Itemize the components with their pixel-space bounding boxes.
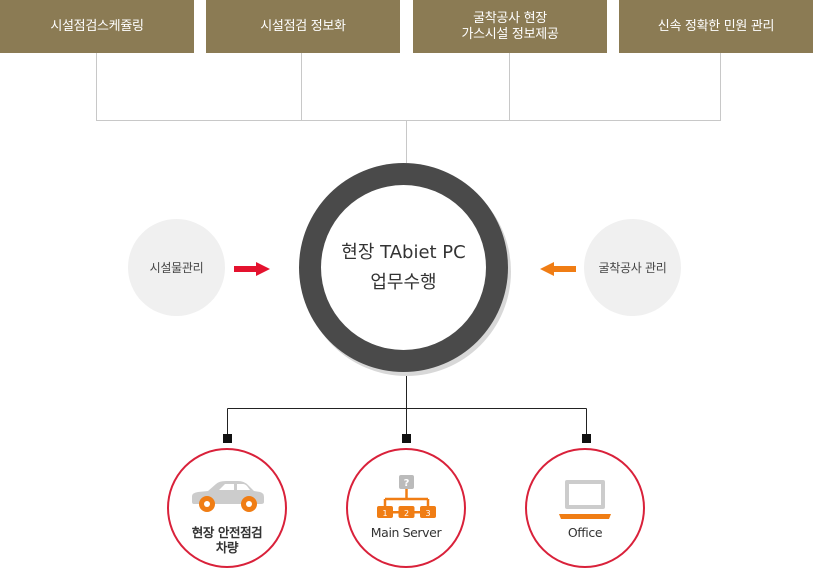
server-node-1: 1: [382, 509, 387, 518]
top-box-digitization: 시설점검 정보화: [206, 0, 400, 53]
right-arrow-icon: [234, 262, 270, 276]
connector-node: [582, 434, 591, 443]
center-title: 현장 TAbiet PC: [341, 241, 466, 263]
connector-node: [402, 434, 411, 443]
server-node-2: 2: [404, 509, 409, 518]
output-main-server: ? 1 2 3 Main Server: [346, 448, 466, 568]
output-label: Main Server: [370, 525, 442, 540]
output-label: 현장 안전점검 차량: [191, 525, 263, 555]
top-box-label: 굴착공사 현장 가스시설 정보제공: [461, 10, 559, 42]
center-ring: 현장 TAbiet PC 업무수행: [299, 163, 508, 372]
right-input-circle: 굴착공사 관리: [584, 219, 681, 316]
top-box-excavation-info: 굴착공사 현장 가스시설 정보제공: [413, 0, 607, 53]
car-icon: [192, 481, 264, 512]
top-box-label: 시설점검스케쥴링: [50, 18, 144, 34]
output-vehicle: 현장 안전점검 차량: [167, 448, 287, 568]
left-input-label: 시설물관리: [149, 261, 204, 275]
connector-node: [223, 434, 232, 443]
server-network-icon: ? 1 2 3: [377, 475, 436, 518]
top-box-label: 신속 정확한 민원 관리: [657, 18, 775, 34]
output-label: Office: [567, 525, 603, 540]
top-box-complaints: 신속 정확한 민원 관리: [619, 0, 813, 53]
top-box-scheduling: 시설점검스케쥴링: [0, 0, 194, 53]
left-input-circle: 시설물관리: [128, 219, 225, 316]
server-node-3: 3: [425, 509, 430, 518]
laptop-icon: [559, 480, 611, 519]
left-arrow-icon: [540, 262, 576, 276]
top-box-label: 시설점검 정보화: [260, 18, 346, 34]
output-office: Office: [525, 448, 645, 568]
center-subtitle: 업무수행: [370, 271, 437, 293]
center-inner: 현장 TAbiet PC 업무수행: [321, 185, 486, 350]
right-input-label: 굴착공사 관리: [598, 261, 667, 275]
server-top-text: ?: [404, 478, 410, 489]
